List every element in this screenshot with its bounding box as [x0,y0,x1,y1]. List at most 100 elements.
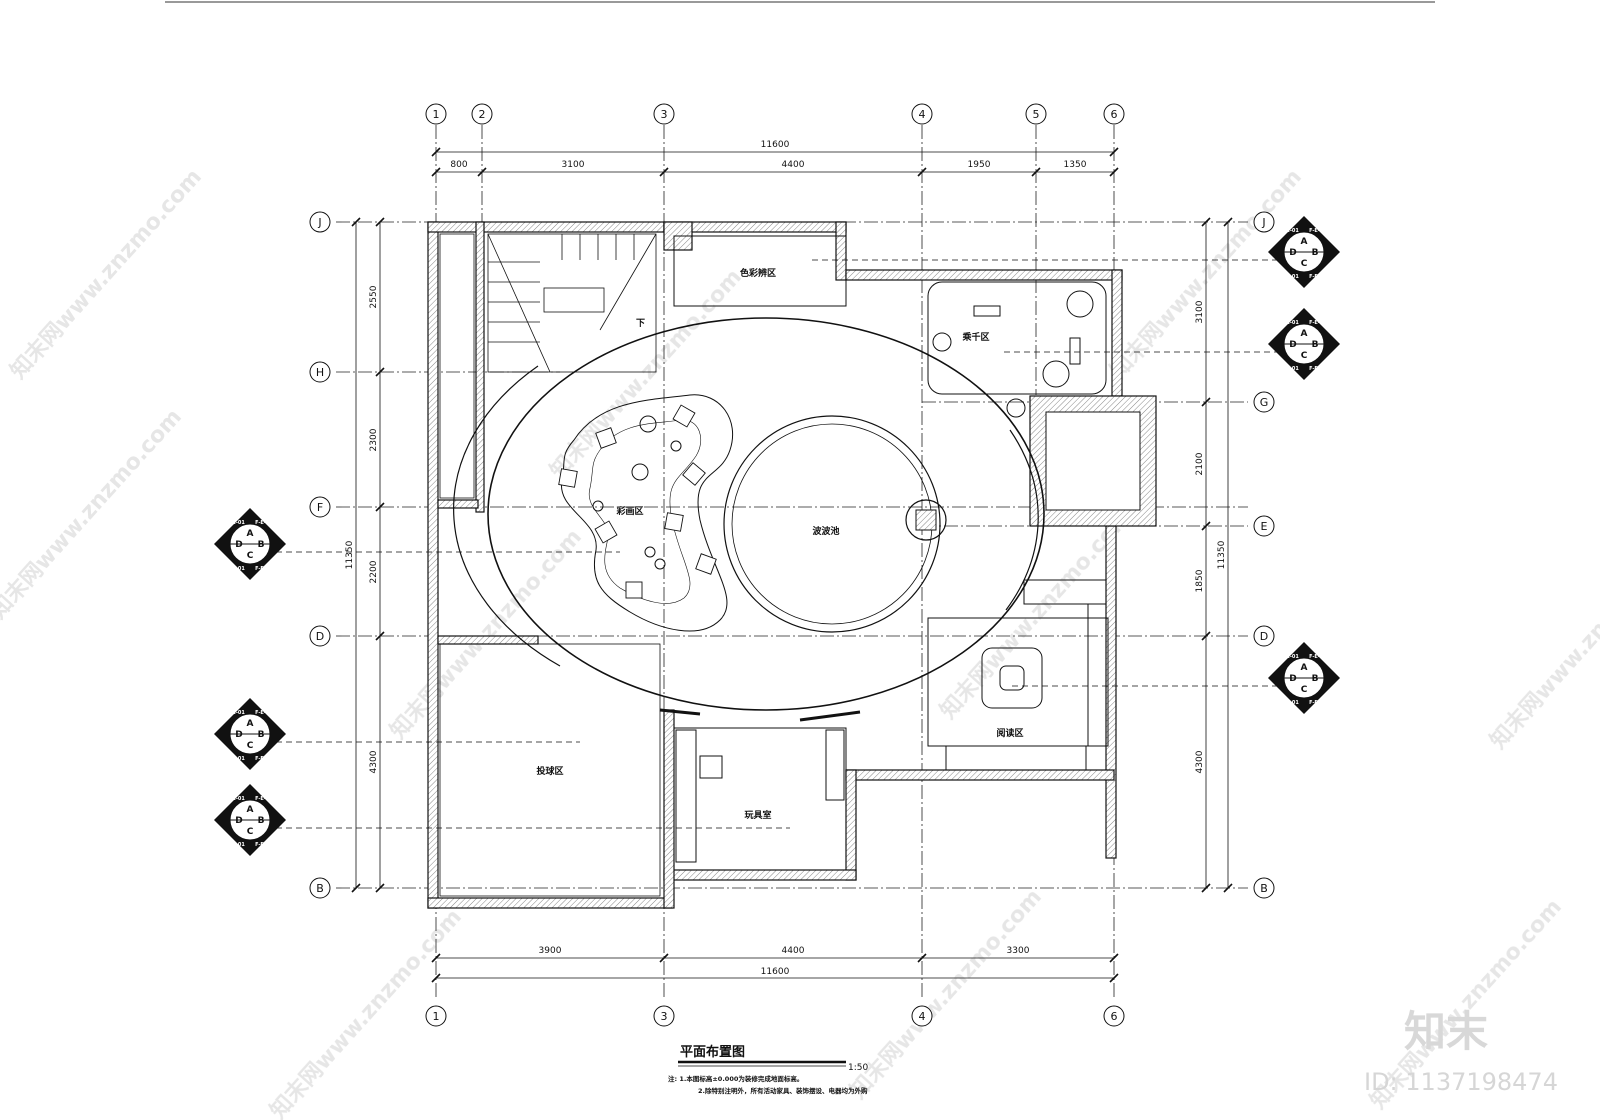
elevation-marker-code: F-E-01 [1281,274,1299,280]
toy-shelf [825,729,845,801]
painting-stool [654,558,666,570]
hand-area-basin [1042,360,1070,388]
axis-bubble-bottom-1: 1 [425,1005,447,1027]
painting-stool [644,546,656,558]
oval-wall-arc [453,365,561,667]
axis-label: 1 [433,1010,440,1023]
column-round [905,499,947,541]
axis-bubble-top-3: 3 [653,103,675,125]
elevation-marker-letter: D [1289,340,1296,350]
axis-bubble-top-6: 6 [1103,103,1125,125]
dim-top-seg: 4400 [782,160,805,170]
axis-bubbles-bottom: 1 3 4 6 [425,1005,1125,1027]
elevation-marker-code: F-E-01 [1309,274,1327,280]
axis-bubble-right-J: J [1253,211,1275,233]
elevation-marker-code: F-E-01 [1309,320,1327,326]
axis-bubble-left-F: F [309,496,331,518]
elevation-marker-code: F-E-01 [1281,366,1299,372]
reading-sofa-inner [999,665,1025,691]
hand-area-fixture [973,305,1001,317]
axis-bubble-bottom-3: 3 [653,1005,675,1027]
elevation-marker-letter: B [258,730,265,740]
elevation-marker-code: F-E-01 [255,842,273,848]
axis-label: D [316,630,324,643]
axis-bubbles-left: J H F D B [309,211,331,899]
axis-label: J [1261,216,1265,229]
watermark-4: 知末网www.znzmo.com [0,404,187,624]
dim-right-seg: 1850 [1195,569,1205,592]
axis-bubble-left-D: D [309,625,331,647]
round-fixture [1006,398,1026,418]
dimension-bottom [431,953,1119,983]
note-line-2: 2.除特别注明外，所有活动家具、装饰摆设、电器均为外购 [698,1086,868,1095]
axis-bubble-left-J: J [309,211,331,233]
elevation-marker-letter: D [235,816,242,826]
door-arc [659,708,701,716]
elevation-marker-letter: B [1312,674,1319,684]
axis-bubble-top-2: 2 [471,103,493,125]
room-label-toy-room: 玩具室 [744,809,771,821]
dim-bottom-seg: 3900 [539,946,562,956]
reading-shelf [945,745,1087,771]
elevation-marker-letter: D [1289,248,1296,258]
elevation-marker-code: F-E-01 [227,520,245,526]
dim-top-seg: 800 [450,160,467,170]
elevation-marker-code: F-E-01 [227,566,245,572]
elevation-marker-letter: B [1312,340,1319,350]
axis-bubble-top-5: 5 [1025,103,1047,125]
elevation-marker-code: F-E-01 [1281,228,1299,234]
axis-label: 5 [1033,108,1040,121]
axis-label: 2 [479,108,486,121]
elevation-marker-letter: D [235,730,242,740]
reading-sofa [981,647,1043,709]
elevation-marker-code: F-E-01 [255,796,273,802]
stair-down-label: 下 [636,318,645,329]
axis-label: 6 [1111,1010,1118,1023]
elevation-marker-letter: A [1301,237,1308,247]
drawing-scale: 1:50 [848,1063,868,1073]
elevation-marker-letter: A [247,805,254,815]
oval-wall-arc [1005,429,1039,611]
axis-label: B [316,882,324,895]
hand-area-fixture [1069,337,1081,365]
elevation-marker-code: F-E-01 [1281,654,1299,660]
elevation-marker-code: F-E-01 [1309,366,1327,372]
wave-pool-outer [723,415,941,633]
axis-label: G [1260,396,1269,409]
axis-label: 4 [919,108,926,121]
watermark-1: 知末网www.znzmo.com [5,164,207,384]
elevation-marker-code: F-E-01 [227,842,245,848]
axis-label: E [1261,520,1268,533]
dim-top-seg: 1950 [968,160,991,170]
axis-bubble-right-G: G [1253,391,1275,413]
painting-stool [639,415,657,433]
toy-desk [699,755,723,779]
left-corridor [439,233,475,499]
wave-pool-inner [731,423,933,625]
axis-label: 6 [1111,108,1118,121]
hand-area-box [927,281,1107,395]
dim-bottom-seg: 4400 [782,946,805,956]
axis-bubble-top-4: 4 [911,103,933,125]
toy-room-box [673,727,847,871]
elevation-marker-code: F-E-01 [1309,228,1327,234]
watermark-2: 知末网www.znzmo.com [545,264,747,484]
room-label-color-area: 色彩辨区 [740,267,776,279]
dim-right-seg: 2100 [1195,452,1205,475]
door-arc [799,710,861,722]
axis-label: J [317,216,321,229]
note-line-1: 注: 1.本图标高±0.000为装修完成地面标高。 [668,1074,803,1083]
axis-label: 3 [661,1010,668,1023]
axis-label: 3 [661,108,668,121]
dim-bottom-seg: 3300 [1007,946,1030,956]
axis-bubble-right-D: D [1253,625,1275,647]
elevation-marker-letter: B [258,816,265,826]
axis-bubble-left-B: B [309,877,331,899]
room-label-ball-area: 投球区 [536,765,563,777]
